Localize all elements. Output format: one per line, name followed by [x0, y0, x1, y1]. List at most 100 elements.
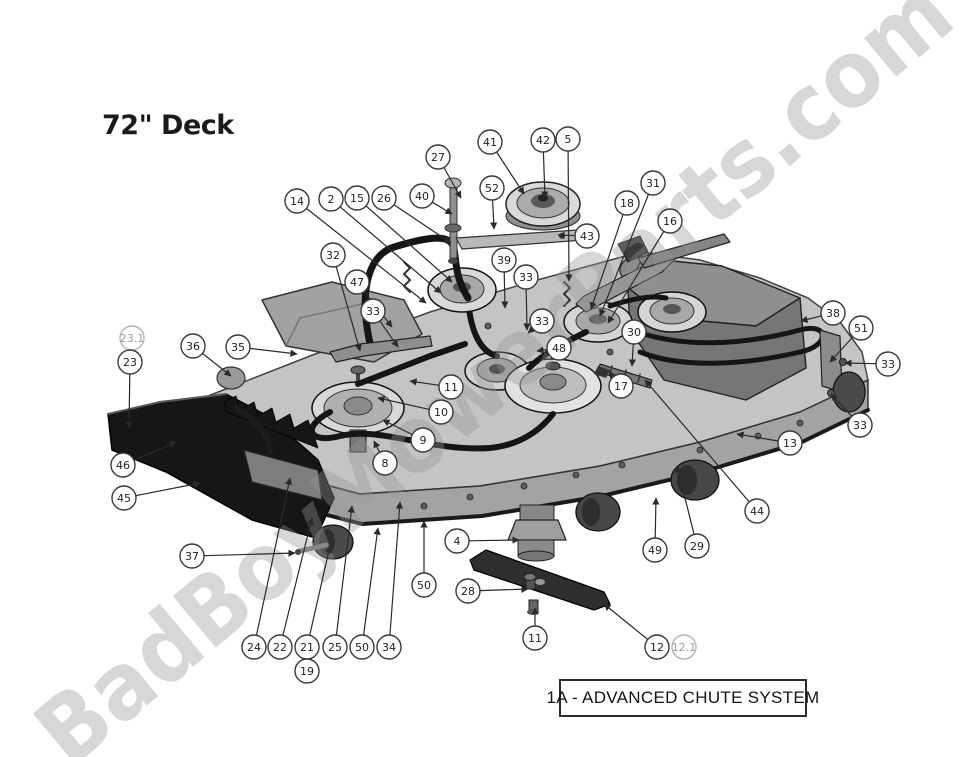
svg-text:19: 19: [300, 665, 314, 678]
balloon-8: 8: [372, 440, 398, 476]
svg-text:2: 2: [328, 193, 335, 206]
svg-text:5: 5: [565, 133, 572, 146]
balloon-2: 2: [318, 186, 442, 294]
svg-text:13: 13: [783, 437, 797, 450]
svg-text:50: 50: [417, 579, 431, 592]
balloon-13: 13: [736, 430, 803, 456]
svg-text:30: 30: [627, 326, 641, 339]
balloon-11: 11: [522, 607, 548, 651]
balloon-47: 47: [344, 269, 393, 328]
balloon-33: 33: [527, 308, 555, 334]
svg-text:21: 21: [300, 641, 314, 654]
svg-text:27: 27: [431, 151, 445, 164]
balloon-33: 33: [830, 393, 873, 438]
svg-text:26: 26: [377, 192, 391, 205]
balloon-11: 11: [409, 374, 464, 400]
svg-text:11: 11: [444, 381, 458, 394]
balloon-49: 49: [642, 497, 668, 563]
svg-text:10: 10: [434, 406, 448, 419]
svg-text:28: 28: [461, 585, 475, 598]
balloon-38: 38: [800, 300, 846, 326]
svg-text:41: 41: [483, 136, 497, 149]
balloon-40: 40: [409, 183, 453, 215]
balloon-24: 24: [241, 477, 293, 660]
svg-text:40: 40: [415, 190, 429, 203]
svg-text:52: 52: [485, 182, 499, 195]
balloon-23.1: 23.1: [119, 325, 145, 351]
balloon-46: 46: [110, 441, 177, 478]
svg-text:11: 11: [528, 632, 542, 645]
svg-text:23.1: 23.1: [120, 332, 145, 345]
svg-text:9: 9: [420, 434, 427, 447]
balloon-28: 28: [455, 578, 529, 604]
deck-artwork: [107, 177, 870, 615]
svg-text:44: 44: [750, 505, 764, 518]
balloon-33: 33: [360, 298, 399, 348]
svg-text:16: 16: [663, 215, 677, 228]
balloon-33: 33: [844, 351, 901, 377]
balloon-36: 36: [180, 333, 232, 377]
svg-text:12: 12: [650, 641, 664, 654]
balloon-19: 19: [294, 658, 320, 684]
balloon-12: 12: [603, 603, 670, 660]
balloon-16: 16: [607, 208, 683, 324]
svg-text:45: 45: [117, 492, 131, 505]
balloon-18: 18: [589, 190, 640, 310]
svg-text:33: 33: [853, 419, 867, 432]
balloon-9: 9: [382, 419, 436, 453]
svg-text:43: 43: [580, 230, 594, 243]
svg-text:14: 14: [290, 195, 304, 208]
balloon-43: 43: [557, 223, 600, 249]
svg-text:23: 23: [123, 356, 137, 369]
balloon-12.1: 12.1: [671, 634, 697, 660]
svg-text:48: 48: [552, 342, 566, 355]
balloon-32: 32: [320, 242, 362, 352]
svg-text:36: 36: [186, 340, 200, 353]
svg-text:33: 33: [519, 271, 533, 284]
svg-text:33: 33: [881, 358, 895, 371]
svg-text:37: 37: [185, 550, 199, 563]
svg-text:35: 35: [231, 341, 245, 354]
balloon-42: 42: [530, 127, 556, 199]
balloon-33: 33: [513, 264, 539, 331]
svg-text:12.1: 12.1: [672, 641, 697, 654]
svg-text:34: 34: [382, 641, 396, 654]
balloon-29: 29: [675, 465, 710, 559]
svg-text:15: 15: [350, 192, 364, 205]
balloon-37: 37: [179, 543, 296, 569]
balloon-15: 15: [344, 185, 453, 283]
balloon-17: 17: [608, 371, 634, 399]
balloon-44: 44: [644, 379, 770, 524]
svg-text:8: 8: [382, 457, 389, 470]
balloon-48: 48: [536, 335, 572, 361]
svg-text:25: 25: [328, 641, 342, 654]
svg-text:33: 33: [366, 305, 380, 318]
balloon-25: 25: [322, 505, 355, 660]
balloon-14: 14: [284, 188, 427, 304]
balloon-4: 4: [444, 528, 520, 554]
balloon-34: 34: [376, 501, 404, 660]
balloon-52: 52: [479, 175, 505, 230]
balloon-45: 45: [111, 480, 201, 511]
balloon-30: 30: [621, 319, 647, 367]
balloon-23: 23: [117, 349, 143, 429]
caption-text: 1A - ADVANCED CHUTE SYSTEM: [546, 688, 820, 707]
svg-text:51: 51: [854, 322, 868, 335]
balloon-39: 39: [491, 247, 517, 309]
balloon-10: 10: [377, 395, 454, 425]
svg-text:50: 50: [355, 641, 369, 654]
balloon-22: 22: [267, 517, 314, 660]
balloon-41: 41: [477, 129, 525, 195]
svg-text:17: 17: [614, 380, 628, 393]
balloon-26: 26: [371, 185, 452, 244]
svg-text:47: 47: [350, 276, 364, 289]
balloon-31: 31: [599, 170, 666, 317]
balloon-50: 50: [411, 520, 437, 598]
svg-text:24: 24: [247, 641, 261, 654]
svg-text:22: 22: [273, 641, 287, 654]
svg-text:38: 38: [826, 307, 840, 320]
page-title: 72" Deck: [102, 110, 234, 141]
